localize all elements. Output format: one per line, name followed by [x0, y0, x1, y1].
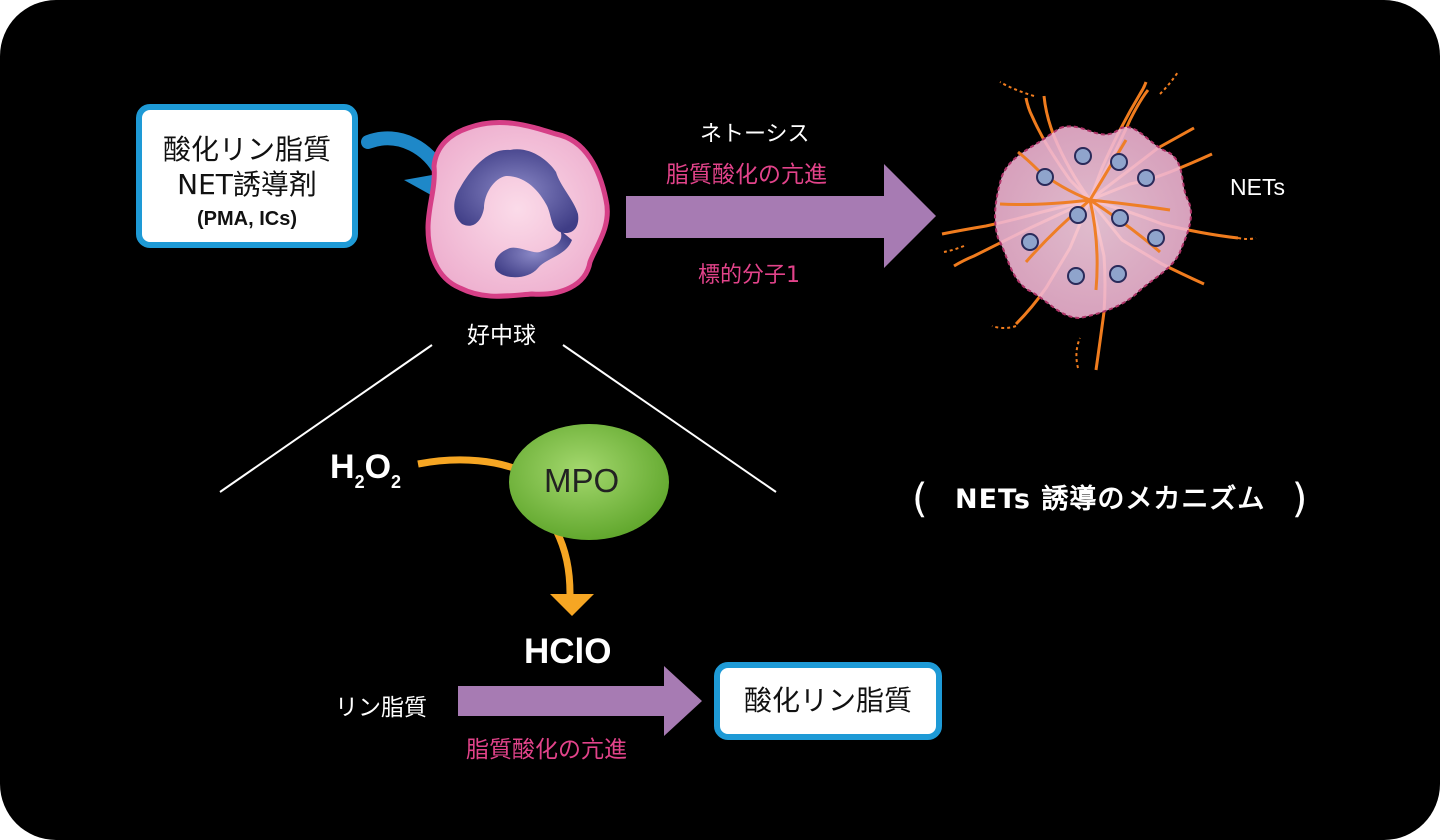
- hclo-label: HClO: [524, 632, 612, 671]
- h2o2-h: H: [330, 448, 355, 486]
- nets-structure: [941, 71, 1257, 371]
- zoom-line-right: [562, 344, 777, 493]
- inducer-line2: NET誘導剤: [177, 168, 317, 201]
- zoom-line-left: [219, 344, 433, 493]
- neutrophil-cell: [425, 119, 610, 299]
- lipid-oxidation-label: 脂質酸化の亢進: [666, 162, 827, 188]
- netosis-label: ネトーシス: [700, 122, 810, 147]
- phospholipid-label: リン脂質: [335, 695, 427, 721]
- h2o2-sub1: 2: [354, 472, 365, 492]
- h2o2-label: H2O2: [330, 448, 401, 493]
- oxidized-phospholipid-box: 酸化リン脂質: [714, 662, 942, 740]
- oxidized-phospholipid-label: 酸化リン脂質: [743, 684, 912, 717]
- mechanism-open-paren: (: [912, 476, 929, 522]
- inducer-box: 酸化リン脂質 NET誘導剤 (PMA, ICs): [136, 104, 358, 248]
- inducer-line3: (PMA, ICs): [197, 208, 297, 230]
- inducer-line1: 酸化リン脂質: [162, 133, 331, 166]
- h2o2-sub2: 2: [391, 472, 402, 492]
- bottom-lipid-oxidation-label: 脂質酸化の亢進: [466, 737, 627, 763]
- mechanism-text: NETs 誘導のメカニズム: [955, 484, 1266, 515]
- nets-label: NETs: [1230, 174, 1285, 200]
- mpo-enzyme: [509, 424, 669, 540]
- mpo-label: MPO: [544, 462, 620, 499]
- mechanism-close-paren: ): [1291, 476, 1309, 522]
- mechanism-title: ( NETs 誘導のメカニズム ): [912, 476, 1308, 522]
- netosis-arrow: [626, 164, 936, 268]
- target-molecule-label: 標的分子1: [698, 263, 800, 288]
- oxidation-arrow: [458, 666, 702, 736]
- neutrophil-label: 好中球: [467, 323, 536, 349]
- h2o2-o: O: [364, 448, 392, 486]
